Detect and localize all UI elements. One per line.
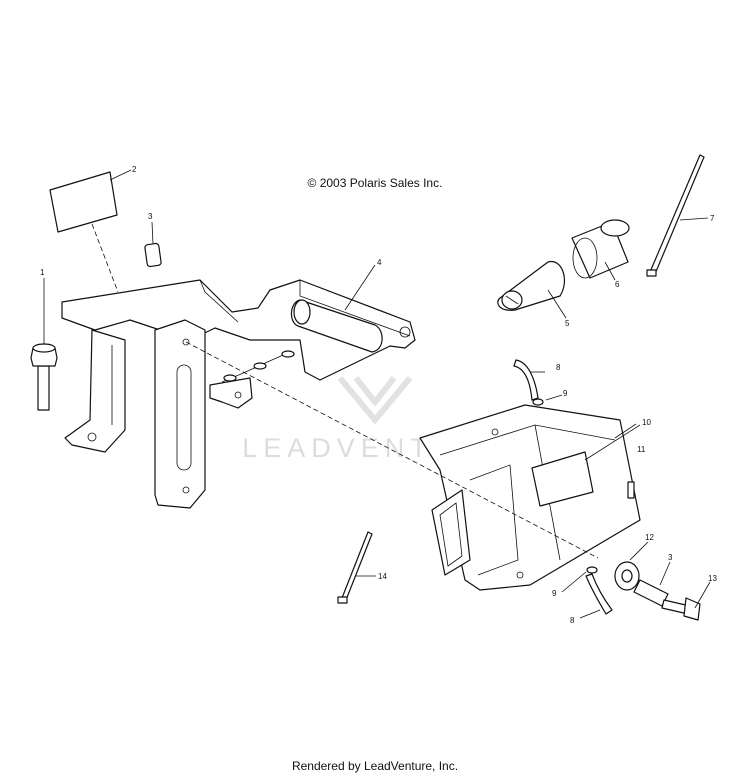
bracket-roller xyxy=(290,299,383,353)
control-module xyxy=(419,404,641,591)
callout-10: 10 xyxy=(642,418,651,427)
callout-3: 3 xyxy=(148,212,153,221)
cable-tie-long xyxy=(646,154,705,277)
callout-7: 7 xyxy=(710,214,715,223)
spacer-pin-upper xyxy=(144,242,162,268)
hose-clamp-lower xyxy=(586,566,598,574)
vent-hose-upper xyxy=(513,359,539,401)
bolt-lower xyxy=(661,597,701,621)
callout-4: 4 xyxy=(377,258,382,267)
callout-9: 9 xyxy=(563,389,568,398)
callout-13: 13 xyxy=(708,574,717,583)
callout-6: 6 xyxy=(615,280,620,289)
decal-label xyxy=(49,171,119,293)
mounting-bracket xyxy=(61,279,416,453)
callout-3: 3 xyxy=(668,553,673,562)
callout-9: 9 xyxy=(552,589,557,598)
harness-clips xyxy=(221,350,295,383)
callout-8: 8 xyxy=(570,616,575,625)
copyright-text: © 2003 Polaris Sales Inc. xyxy=(307,176,443,190)
washer-grommet xyxy=(614,561,640,591)
leader-lines xyxy=(43,169,711,619)
bolt-flange xyxy=(30,343,58,411)
rendered-by-text: Rendered by LeadVenture, Inc. xyxy=(291,759,459,773)
callout-1: 1 xyxy=(40,268,45,277)
callout-14: 14 xyxy=(378,572,387,581)
slotted-strap xyxy=(154,319,206,509)
callout-8: 8 xyxy=(556,363,561,372)
callout-2: 2 xyxy=(132,165,137,174)
hose-clamp-upper xyxy=(532,398,544,406)
grommet-bushing xyxy=(497,261,565,311)
callout-12: 12 xyxy=(645,533,654,542)
vent-hose-lower xyxy=(585,573,613,615)
rubber-sleeve xyxy=(571,219,630,279)
callout-5: 5 xyxy=(565,319,570,328)
cable-tie-short xyxy=(337,531,373,604)
callout-11: 11 xyxy=(637,445,646,454)
